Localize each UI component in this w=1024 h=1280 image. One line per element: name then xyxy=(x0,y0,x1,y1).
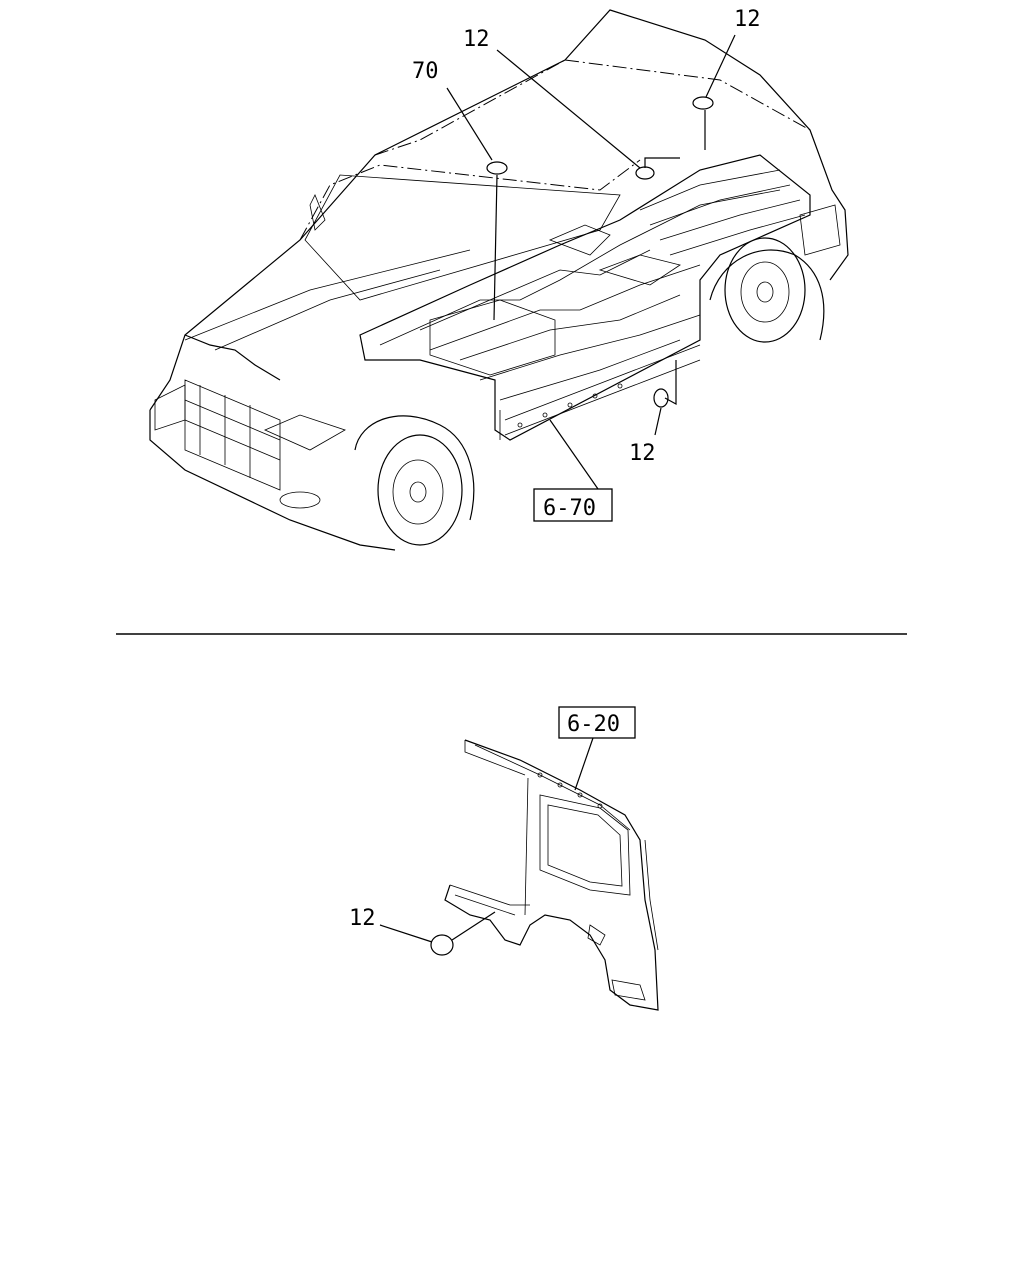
reference-label-6-70: 6-70 xyxy=(543,496,596,521)
leader-lines-top xyxy=(446,34,736,490)
grommet-12-sill xyxy=(653,388,669,408)
callout-70: 70 xyxy=(412,59,439,84)
callout-12-top-left: 12 xyxy=(463,27,490,52)
reference-label-6-20: 6-20 xyxy=(567,712,620,737)
grommet-12-rear xyxy=(692,96,714,110)
vehicle-illustration xyxy=(149,9,849,551)
grommet-70 xyxy=(486,161,508,175)
callout-12-side-panel: 12 xyxy=(349,906,376,931)
leader-lines-bottom xyxy=(379,737,594,943)
side-panel-illustration xyxy=(430,739,659,1011)
grommet-12-side-panel xyxy=(430,934,454,956)
grommet-12-floor xyxy=(635,166,655,180)
reference-box-6-20[interactable]: 6-20 xyxy=(558,706,636,739)
reference-box-6-70[interactable]: 6-70 xyxy=(533,488,613,522)
callout-12-sill: 12 xyxy=(629,441,656,466)
callout-12-top-right: 12 xyxy=(734,7,761,32)
